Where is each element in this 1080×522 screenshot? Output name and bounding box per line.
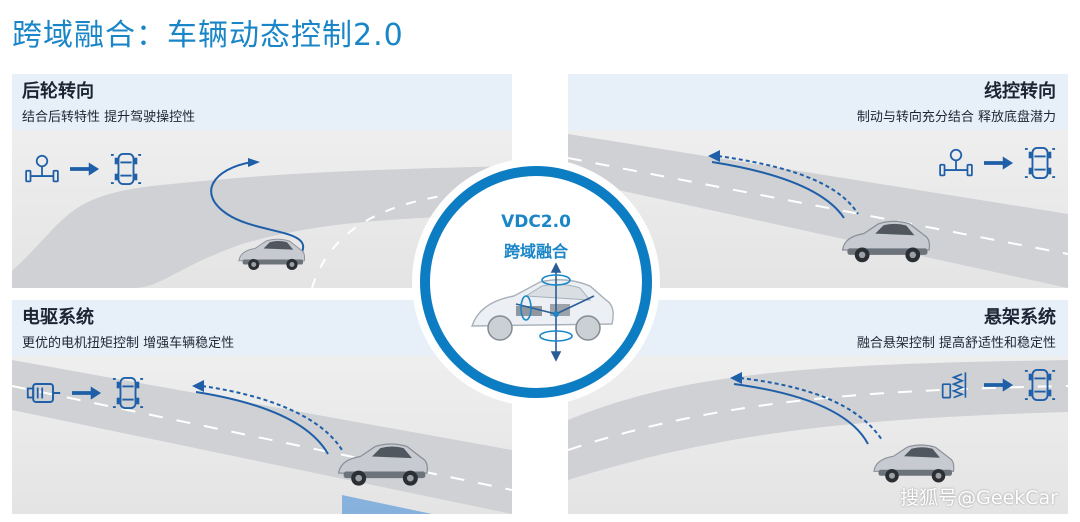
arrow-right-icon — [984, 377, 1014, 393]
panel-subtitle: 更优的电机扭矩控制 增强车辆稳定性 — [22, 336, 235, 351]
panel-title: 线控转向 — [984, 81, 1056, 102]
trajectory-path — [210, 161, 305, 253]
motion-axes — [515, 262, 595, 362]
car-top-view-icon — [1024, 144, 1056, 182]
trajectory-path — [717, 155, 859, 215]
panel-subtitle: 结合后转特性 提升驾驶操控性 — [22, 110, 196, 125]
trajectory-path — [201, 385, 343, 451]
panel-header: 线控转向 制动与转向充分结合 释放底盘潜力 — [568, 74, 1068, 130]
car-top-view-icon — [1024, 366, 1056, 404]
car-top-view-icon — [112, 374, 144, 412]
control-flow — [26, 374, 144, 412]
arrow-right-icon — [72, 385, 102, 401]
panel-title: 后轮转向 — [22, 81, 94, 102]
arrow-right-icon — [70, 161, 100, 177]
panel-steer-by-wire: 线控转向 制动与转向充分结合 释放底盘潜力 — [568, 74, 1068, 288]
steering-input-icon — [24, 154, 60, 184]
center-subtitle: 跨域融合 — [503, 242, 568, 261]
panel-suspension: 悬架系统 融合悬架控制 提高舒适性和稳定性 — [568, 300, 1068, 514]
suspension-spring-icon — [940, 369, 974, 401]
panel-subtitle: 融合悬架控制 提高舒适性和稳定性 — [856, 336, 1056, 351]
panel-title: 悬架系统 — [984, 307, 1056, 328]
panel-header: 悬架系统 融合悬架控制 提高舒适性和稳定性 — [568, 300, 1068, 356]
trajectory-path — [739, 377, 883, 441]
vehicle-image — [873, 444, 955, 484]
road-scene — [12, 158, 512, 288]
arrow-right-icon — [984, 155, 1014, 171]
panel-header: 后轮转向 结合后转特性 提升驾驶操控性 — [12, 74, 512, 130]
center-disc: VDC2.0 跨域融合 — [420, 166, 652, 398]
center-title: VDC2.0 — [501, 212, 571, 232]
car-cutaway-image — [471, 262, 614, 362]
panel-title: 电驱系统 — [22, 307, 94, 328]
electric-motor-icon — [26, 379, 62, 407]
steering-input-icon — [938, 148, 974, 178]
panel-rear-wheel-steering: 后轮转向 结合后转特性 提升驾驶操控性 — [12, 74, 512, 288]
vehicle-image — [238, 238, 306, 271]
control-flow — [938, 144, 1056, 182]
panel-subtitle: 制动与转向充分结合 释放底盘潜力 — [856, 110, 1056, 125]
car-top-view-icon — [110, 150, 142, 188]
page-title: 跨域融合：车辆动态控制2.0 — [12, 18, 404, 53]
control-flow — [940, 366, 1056, 404]
control-flow — [24, 150, 142, 188]
watermark: 搜狐号@GeekCar — [900, 487, 1058, 509]
road-scene — [568, 134, 1068, 288]
